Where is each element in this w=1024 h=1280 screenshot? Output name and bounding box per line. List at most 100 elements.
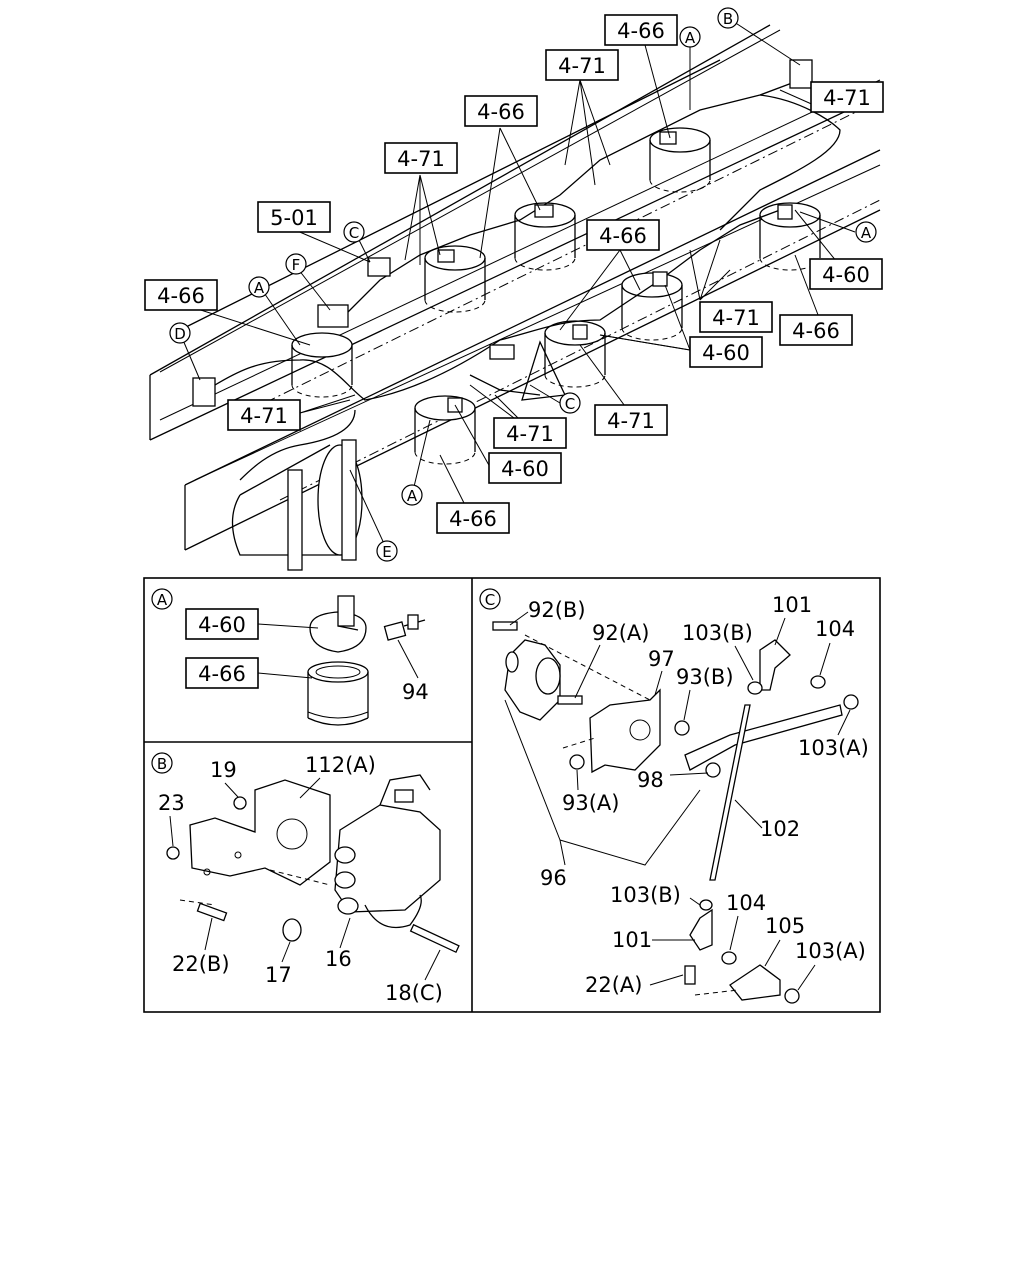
- svg-text:D: D: [174, 325, 186, 343]
- part-22b: 22(B): [172, 952, 230, 976]
- detail-panel-b: B 19 112(A) 23 22(B) 17 16 18(C): [151, 752, 460, 1005]
- svg-text:C: C: [565, 395, 575, 413]
- svg-text:4-60: 4-60: [702, 341, 750, 365]
- part-16: 16: [325, 947, 352, 971]
- part-105: 105: [765, 914, 805, 938]
- svg-text:A: A: [254, 279, 265, 297]
- chamber-8: [414, 395, 476, 465]
- part-102: 102: [760, 817, 800, 841]
- marker-c: C: [559, 392, 581, 414]
- ref-box: 4-71: [384, 142, 458, 174]
- ref-box: 4-60: [689, 336, 763, 368]
- part-23: 23: [158, 791, 185, 815]
- marker-a: A: [855, 221, 877, 243]
- connectors: [192, 59, 813, 413]
- nut-19: [233, 796, 247, 810]
- svg-text:4-60: 4-60: [198, 613, 246, 637]
- chamber-4: [291, 332, 353, 398]
- part-112a: 112(A): [305, 753, 376, 777]
- svg-text:4-71: 4-71: [558, 54, 606, 78]
- marker-a: A: [248, 276, 270, 298]
- marker-f: F: [285, 253, 307, 275]
- marker-e: E: [376, 540, 398, 562]
- centerline-2: [279, 199, 881, 501]
- part-103a-lower: 103(A): [795, 939, 866, 963]
- marker-a: A: [679, 26, 701, 48]
- svg-text:5-01: 5-01: [270, 206, 318, 230]
- svg-text:A: A: [685, 29, 696, 47]
- detail-panel-c: C 92(B) 92(A): [479, 588, 869, 1004]
- svg-text:4-66: 4-66: [477, 100, 525, 124]
- panel-c-marker: C: [479, 588, 501, 610]
- part-93a: 93(A): [562, 791, 619, 815]
- svg-text:A: A: [861, 224, 872, 242]
- panel-a-marker: A: [151, 588, 173, 610]
- plug-17: [282, 918, 302, 942]
- part-19: 19: [210, 758, 237, 782]
- svg-text:A: A: [407, 487, 418, 505]
- connector-f: [317, 304, 349, 328]
- connector-b: [789, 59, 813, 89]
- svg-text:4-66: 4-66: [157, 284, 205, 308]
- part-97: 97: [648, 647, 675, 671]
- ref-box: 4-66: [144, 279, 218, 311]
- ref-box: 4-71: [493, 417, 567, 449]
- part-103a: 103(A): [798, 736, 869, 760]
- air-tank: [231, 439, 363, 571]
- part-92b: 92(B): [528, 598, 586, 622]
- detail-panels: [143, 577, 881, 1013]
- svg-text:4-71: 4-71: [607, 409, 655, 433]
- part-98: 98: [637, 768, 664, 792]
- part-92a: 92(A): [592, 621, 649, 645]
- part-104: 104: [815, 617, 855, 641]
- panel-b-marker: B: [151, 752, 173, 774]
- part-101: 101: [772, 593, 812, 617]
- svg-text:4-71: 4-71: [240, 404, 288, 428]
- air-chambers: [291, 127, 821, 465]
- svg-text:4-66: 4-66: [198, 662, 246, 686]
- svg-text:4-71: 4-71: [712, 306, 760, 330]
- svg-text:4-71: 4-71: [823, 86, 871, 110]
- marker-b: B: [717, 7, 739, 29]
- part-101-lower: 101: [612, 928, 652, 952]
- part-18c: 18(C): [385, 981, 443, 1005]
- ref-box: 4-66: [779, 314, 853, 346]
- ref-box: 4-71: [810, 81, 884, 113]
- part-96: 96: [540, 866, 567, 890]
- svg-text:4-60: 4-60: [822, 263, 870, 287]
- svg-text:4-66: 4-66: [617, 19, 665, 43]
- ref-box: 4-60: [488, 452, 562, 484]
- main-view: 4-66 4-71 4-71 4-66 4-71 5-01 4-66 4-71 …: [144, 7, 884, 571]
- ref-box: 4-66: [604, 14, 678, 46]
- centerline: [229, 109, 861, 421]
- svg-text:4-66: 4-66: [449, 507, 497, 531]
- boxed-refs: 4-66 4-71 4-71 4-66 4-71 5-01 4-66 4-71 …: [144, 14, 884, 534]
- part-104-lower: 104: [726, 891, 766, 915]
- ref-box: 4-71: [699, 301, 773, 333]
- ref-box-4-66: 4-66: [185, 657, 259, 689]
- svg-text:4-66: 4-66: [792, 319, 840, 343]
- chamber-1: [649, 127, 711, 193]
- chamber-3: [424, 245, 486, 313]
- ref-box: 5-01: [257, 201, 331, 233]
- bolt-22b: [196, 902, 228, 922]
- circle-refs: B A A C F A D C A E: [169, 7, 877, 562]
- part-103b: 103(B): [682, 621, 753, 645]
- svg-text:C: C: [349, 224, 359, 242]
- svg-text:A: A: [157, 591, 168, 609]
- svg-text:B: B: [723, 10, 733, 28]
- part-93b: 93(B): [676, 665, 734, 689]
- svg-text:4-66: 4-66: [599, 224, 647, 248]
- ref-box: 4-71: [594, 404, 668, 436]
- svg-text:F: F: [292, 256, 301, 274]
- marker-c: C: [343, 221, 365, 243]
- ref-box: 4-66: [586, 219, 660, 251]
- bolt-18c: [409, 923, 460, 954]
- svg-text:4-71: 4-71: [397, 147, 445, 171]
- frame-rail-upper: [149, 24, 881, 441]
- part-22a: 22(A): [585, 973, 642, 997]
- detail-panel-a: A 4-60 4-66 94: [151, 588, 429, 726]
- ref-box: 4-66: [436, 502, 510, 534]
- ref-box-4-60: 4-60: [185, 608, 259, 640]
